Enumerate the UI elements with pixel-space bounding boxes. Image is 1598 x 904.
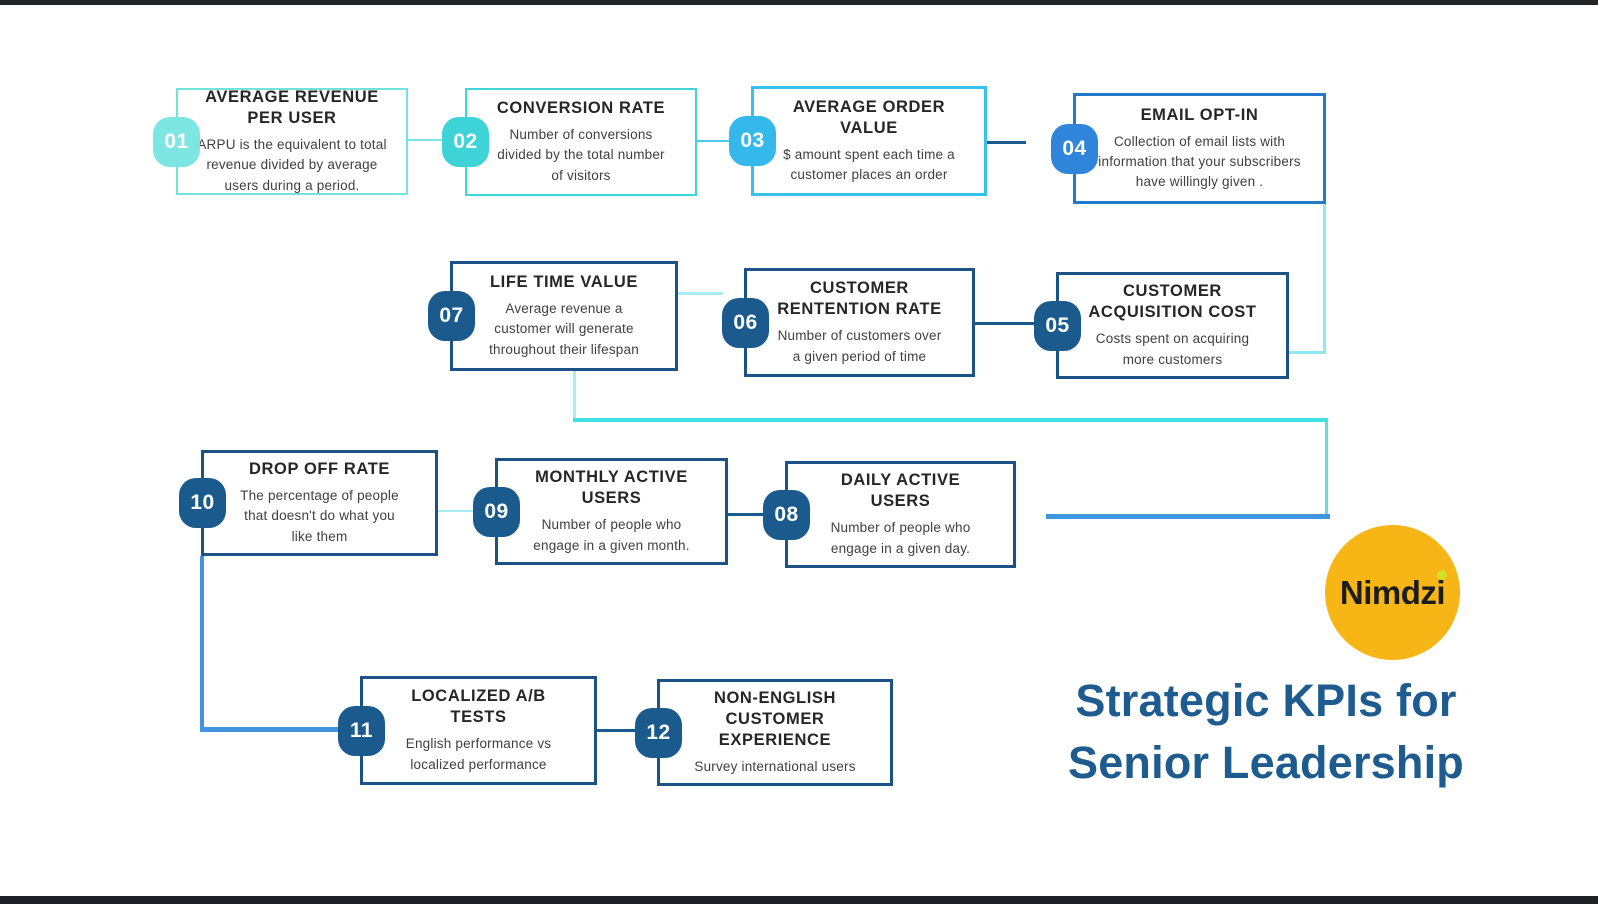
step-number-badge: 08 <box>763 489 810 540</box>
connector-04-05 <box>1289 351 1326 354</box>
nimdzi-green-dot-icon <box>1437 569 1448 580</box>
connector-09-08 <box>727 513 763 516</box>
kpi-box-non-english-customer-experience: 12 NON-ENGLISH CUSTOMER EXPERIENCE Surve… <box>635 679 893 786</box>
nimdzi-wordmark: Nimdzi <box>1339 569 1448 612</box>
connector-01-02 <box>408 139 444 141</box>
kpi-box-average-revenue-per-user: 01 AVERAGE REVENUE PER USER ARPU is the … <box>153 88 408 195</box>
connector-10-09 <box>438 510 474 512</box>
connector-03-04 <box>986 141 1026 144</box>
kpi-description: Number of people who engage in a given d… <box>830 520 971 556</box>
bottom-border-bar <box>0 896 1598 904</box>
kpi-title: AVERAGE REVENUE PER USER <box>205 88 379 128</box>
connector-right-vertical <box>1325 422 1328 516</box>
kpi-title: AVERAGE ORDER VALUE <box>792 97 946 137</box>
connector-to-08-horizontal <box>1046 514 1330 519</box>
kpi-title: MONTHLY ACTIVE USERS <box>535 468 688 508</box>
kpi-box-customer-retention-rate: 06 CUSTOMER RENTENTION RATE Number of cu… <box>722 268 975 377</box>
kpi-title: DROP OFF RATE <box>248 460 391 479</box>
step-number-badge: 04 <box>1051 123 1098 174</box>
kpi-box-drop-off-rate: 10 DROP OFF RATE The percentage of peopl… <box>179 450 438 556</box>
step-number-badge: 12 <box>635 707 682 758</box>
step-number-badge: 10 <box>179 478 226 528</box>
step-number-badge: 11 <box>338 705 385 756</box>
kpi-description: English performance vs localized perform… <box>405 736 552 772</box>
kpi-title: CUSTOMER RENTENTION RATE <box>777 279 942 319</box>
kpi-box-customer-acquisition-cost: 05 CUSTOMER ACQUISITION COST Costs spent… <box>1034 272 1289 379</box>
nimdzi-logo: Nimdzi <box>1325 525 1460 660</box>
page-title: Strategic KPIs for Senior Leadership <box>1021 670 1511 794</box>
step-number-badge: 09 <box>473 486 520 537</box>
kpi-title: LOCALIZED A/B TESTS <box>411 687 546 727</box>
step-number-badge: 01 <box>153 116 200 167</box>
kpi-description: Costs spent on acquiring more customers <box>1095 331 1250 367</box>
connector-10-down <box>200 556 204 731</box>
kpi-title: DAILY ACTIVE USERS <box>840 471 961 511</box>
kpi-description: Number of customers over a given period … <box>777 328 942 364</box>
page-title-line1: Strategic KPIs for <box>1075 675 1457 726</box>
kpi-title: NON-ENGLISH CUSTOMER EXPERIENCE <box>713 688 837 749</box>
kpi-box-email-opt-in: 04 EMAIL OPT-IN Collection of email list… <box>1051 93 1326 204</box>
connector-06-07 <box>677 292 723 295</box>
step-number-badge: 07 <box>428 291 475 341</box>
kpi-box-life-time-value: 07 LIFE TIME VALUE Average revenue a cus… <box>428 261 678 371</box>
step-number-badge: 02 <box>442 117 489 167</box>
kpi-description: $ amount spent each time a customer plac… <box>783 146 955 183</box>
kpi-title: EMAIL OPT-IN <box>1140 105 1259 124</box>
kpi-description: Collection of email lists with informati… <box>1098 133 1301 190</box>
kpi-description: Number of people who engage in a given m… <box>533 517 690 553</box>
connector-07-down <box>573 370 576 421</box>
kpi-title: CONVERSION RATE <box>496 99 666 118</box>
connector-04-down <box>1323 203 1326 353</box>
kpi-box-average-order-value: 03 AVERAGE ORDER VALUE $ amount spent ea… <box>729 86 987 196</box>
kpi-description: The percentage of people that doesn't do… <box>240 488 399 544</box>
kpi-description: Number of conversions divided by the tot… <box>497 127 665 183</box>
kpi-title: CUSTOMER ACQUISITION COST <box>1088 282 1257 322</box>
step-number-badge: 05 <box>1034 300 1081 351</box>
kpi-box-monthly-active-users: 09 MONTHLY ACTIVE USERS Number of people… <box>473 458 728 565</box>
kpi-title: LIFE TIME VALUE <box>489 273 639 292</box>
kpi-box-localized-ab-tests: 11 LOCALIZED A/B TESTS English performan… <box>338 676 597 785</box>
kpi-description: Average revenue a customer will generate… <box>489 301 639 357</box>
nimdzi-wordmark-text: Nimdzi <box>1339 573 1446 611</box>
kpi-description: ARPU is the equivalent to total revenue … <box>197 137 387 193</box>
top-border-bar <box>0 0 1598 5</box>
kpi-box-conversion-rate: 02 CONVERSION RATE Number of conversions… <box>442 88 697 196</box>
connector-row2-row3-horizontal <box>573 418 1328 422</box>
connector-05-06 <box>974 322 1036 325</box>
step-number-badge: 03 <box>729 116 776 166</box>
page-title-line2: Senior Leadership <box>1067 737 1464 789</box>
connector-02-03 <box>696 140 732 142</box>
kpi-description: Survey international users <box>694 759 856 775</box>
connector-11-12 <box>597 729 635 732</box>
kpi-box-daily-active-users: 08 DAILY ACTIVE USERS Number of people w… <box>763 461 1016 568</box>
connector-10-11 <box>200 727 338 732</box>
step-number-badge: 06 <box>722 297 769 348</box>
